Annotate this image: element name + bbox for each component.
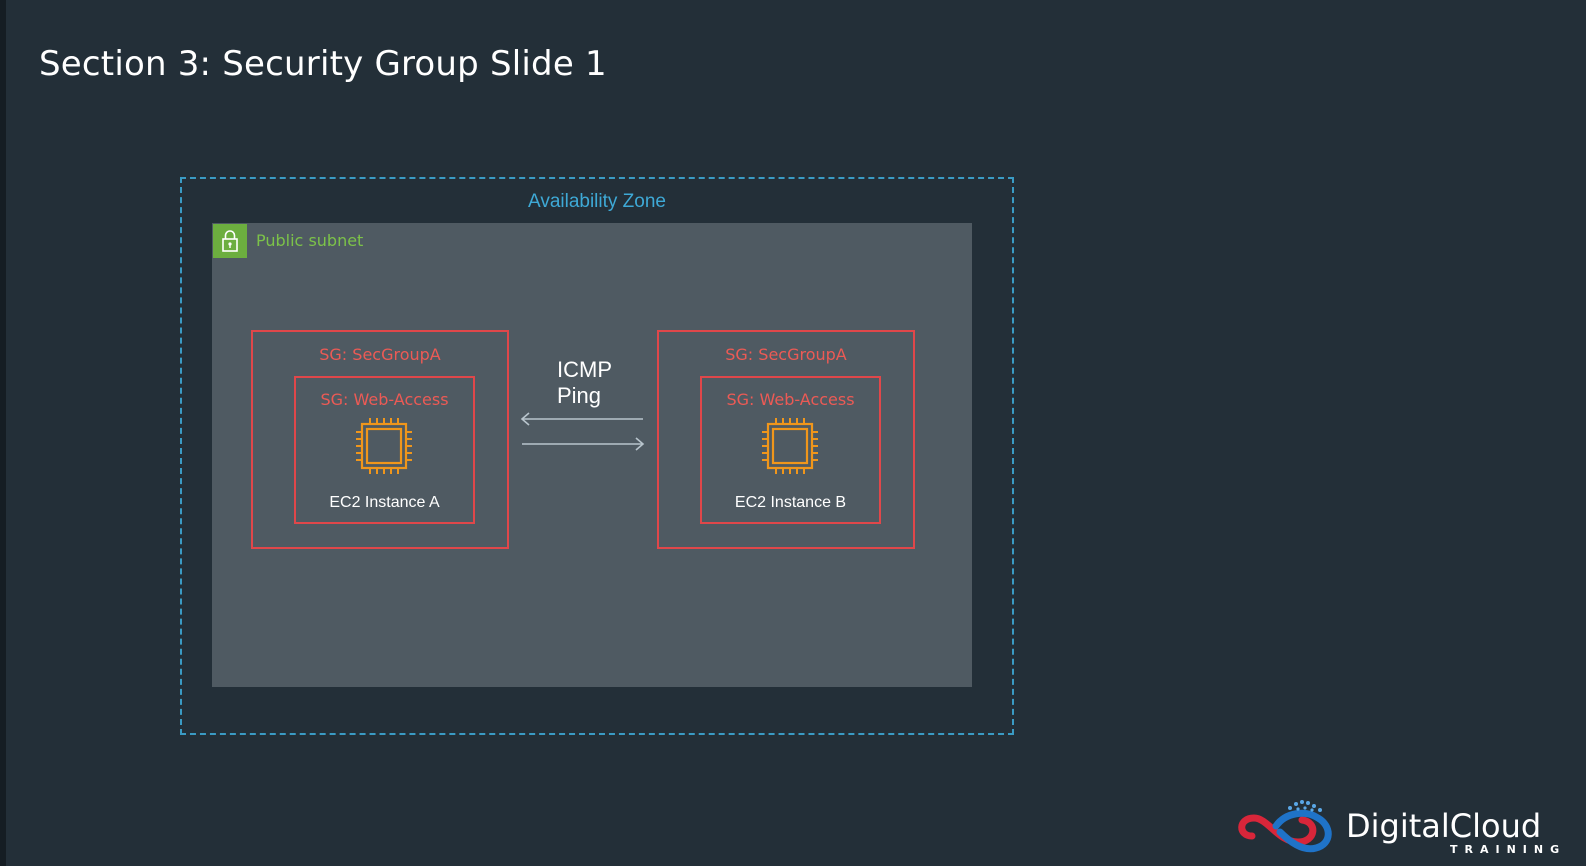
availability-zone-label: Availability Zone <box>527 191 666 212</box>
ec2-chip-icon <box>760 416 820 476</box>
brand-subtitle: TRAINING <box>1450 843 1567 856</box>
lock-icon <box>213 224 247 258</box>
icmp-label-line-2: Ping <box>557 383 602 408</box>
security-group-a-box <box>251 330 509 549</box>
icmp-ping-label: ICMP Ping <box>557 357 647 409</box>
public-subnet-box <box>212 223 972 687</box>
security-group-b-box <box>657 330 915 549</box>
ec2-instance-a-label: EC2 Instance A <box>329 494 440 511</box>
web-access-sg-a-box <box>294 376 475 524</box>
public-subnet-label: Public subnet <box>256 231 364 250</box>
ec2-chip-icon <box>354 416 414 476</box>
security-group-b-label: SG: SecGroupA <box>725 345 847 364</box>
ec2-instance-b-label: EC2 Instance B <box>734 494 847 511</box>
slide-title: Section 3: Security Group Slide 1 <box>39 44 607 84</box>
web-access-sg-a-label: SG: Web-Access <box>320 390 449 409</box>
icmp-label-line-1: ICMP <box>557 357 612 382</box>
window-edge <box>0 0 6 866</box>
brand-name: DigitalCloud <box>1346 807 1542 845</box>
web-access-sg-b-label: SG: Web-Access <box>726 390 855 409</box>
security-group-a-label: SG: SecGroupA <box>319 345 441 364</box>
bidirectional-arrows <box>520 412 645 451</box>
availability-zone-box <box>180 177 1014 735</box>
digitalcloud-logo-icon <box>1232 796 1342 856</box>
web-access-sg-b-box <box>700 376 881 524</box>
